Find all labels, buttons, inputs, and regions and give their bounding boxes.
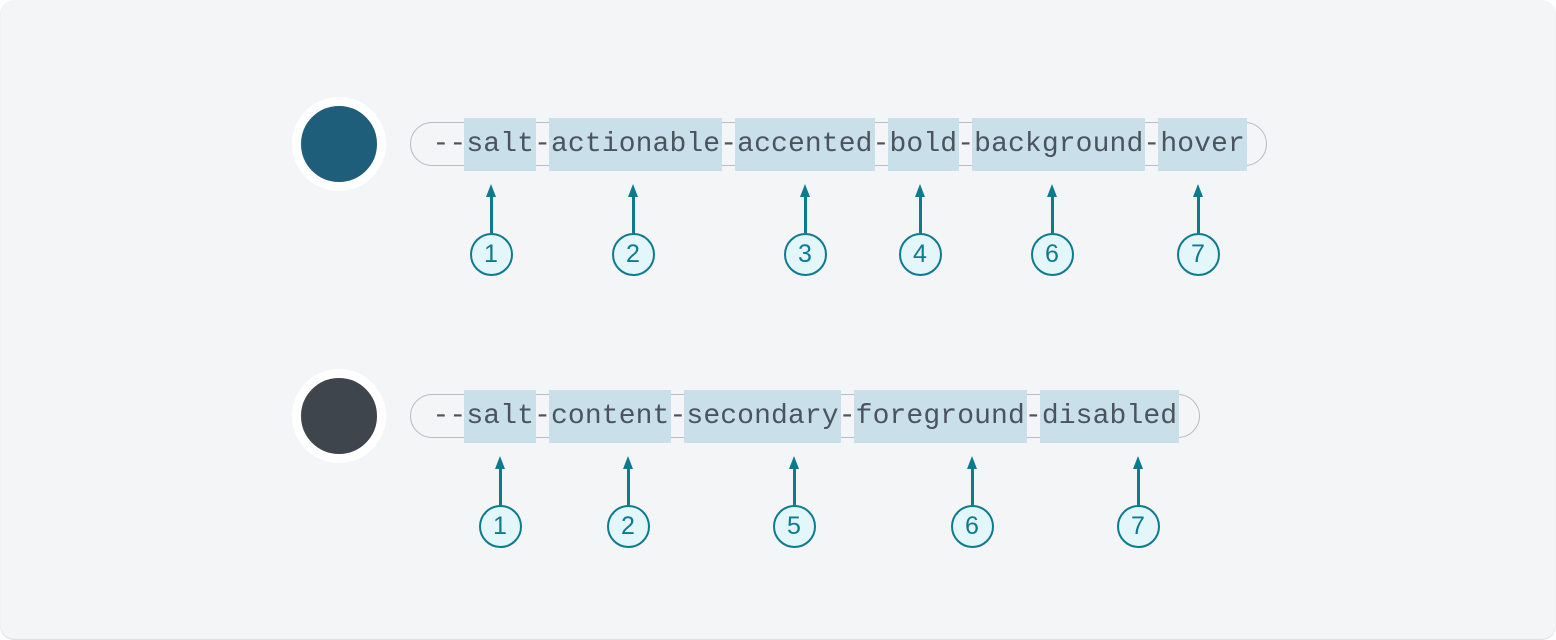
token-segment: -- <box>432 400 467 432</box>
arrow-shaft <box>498 469 502 505</box>
token-segment-highlighted: salt <box>464 117 537 171</box>
marker-annotation: 7 <box>1176 184 1220 276</box>
token-pill: --salt-actionable-accented-bold-backgrou… <box>410 117 1268 171</box>
token-segment-highlighted: disabled <box>1039 389 1180 443</box>
token-name: --salt-content-secondary-foreground-disa… <box>432 389 1180 443</box>
color-swatch-content-token-example <box>292 369 386 463</box>
marker-number-badge: 5 <box>772 505 816 548</box>
color-swatch-actionable-token-example <box>292 97 386 191</box>
token-segment-highlighted: salt <box>464 389 537 443</box>
marker-annotation: 3 <box>783 184 827 276</box>
marker-annotation: 5 <box>772 456 816 548</box>
marker-annotation: 6 <box>950 456 994 548</box>
marker-annotation: 6 <box>1030 184 1074 276</box>
token-segment-highlighted: actionable <box>549 117 723 171</box>
arrow-up-icon <box>495 456 505 469</box>
arrow-up-icon <box>915 184 925 197</box>
marker-number-badge: 3 <box>783 233 827 276</box>
arrow-shaft <box>792 469 796 505</box>
arrow-shaft <box>1136 469 1140 505</box>
token-segment-highlighted: hover <box>1158 117 1247 171</box>
arrow-up-icon <box>486 184 496 197</box>
token-segment: - <box>872 128 890 160</box>
token-segment: - <box>1143 128 1161 160</box>
token-segment-highlighted: background <box>972 117 1146 171</box>
marker-number-badge: 6 <box>1030 233 1074 276</box>
marker-annotation: 7 <box>1116 456 1160 548</box>
marker-annotation: 4 <box>898 184 942 276</box>
marker-number-badge: 6 <box>950 505 994 548</box>
arrow-up-icon <box>1193 184 1203 197</box>
marker-annotation: 2 <box>611 184 655 276</box>
token-segment-highlighted: content <box>549 389 672 443</box>
token-segment: - <box>720 128 738 160</box>
token-segment-highlighted: secondary <box>684 389 841 443</box>
marker-annotation: 1 <box>469 184 513 276</box>
marker-number-badge: 2 <box>606 505 650 548</box>
token-segment-highlighted: bold <box>887 117 960 171</box>
token-segment: -- <box>432 128 467 160</box>
marker-number-badge: 2 <box>611 233 655 276</box>
arrow-shaft <box>803 197 807 233</box>
token-segment: - <box>669 400 687 432</box>
arrow-shaft <box>631 197 635 233</box>
arrow-up-icon <box>1133 456 1143 469</box>
token-segment: - <box>1024 400 1042 432</box>
arrow-up-icon <box>1047 184 1057 197</box>
token-segment: - <box>534 400 551 432</box>
arrow-up-icon <box>623 456 633 469</box>
marker-number-badge: 1 <box>469 233 513 276</box>
token-segment: - <box>838 400 856 432</box>
token-segment: - <box>957 128 975 160</box>
arrow-shaft <box>489 197 493 233</box>
arrow-up-icon <box>628 184 638 197</box>
marker-number-badge: 1 <box>478 505 522 548</box>
marker-number-badge: 7 <box>1116 505 1160 548</box>
arrow-shaft <box>1196 197 1200 233</box>
marker-annotation: 1 <box>478 456 522 548</box>
arrow-shaft <box>1050 197 1054 233</box>
token-segment-highlighted: accented <box>735 117 875 171</box>
arrow-up-icon <box>800 184 810 197</box>
arrow-shaft <box>626 469 630 505</box>
arrow-shaft <box>970 469 974 505</box>
token-pill: --salt-content-secondary-foreground-disa… <box>410 389 1200 443</box>
arrow-up-icon <box>967 456 977 469</box>
token-segment-highlighted: foreground <box>853 389 1027 443</box>
token-name: --salt-actionable-accented-bold-backgrou… <box>432 117 1247 171</box>
marker-annotation: 2 <box>606 456 650 548</box>
marker-number-badge: 7 <box>1176 233 1220 276</box>
token-segment: - <box>534 128 551 160</box>
marker-number-badge: 4 <box>898 233 942 276</box>
arrow-up-icon <box>789 456 799 469</box>
arrow-shaft <box>918 197 922 233</box>
